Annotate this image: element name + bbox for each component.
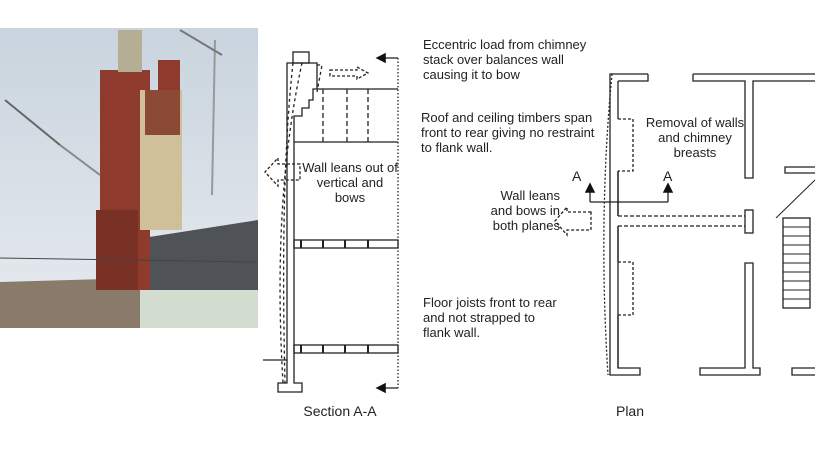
- chimney-photo: [0, 28, 259, 328]
- section-drawing: [263, 51, 399, 394]
- wall-leans-label: Wall leans out of vertical and bows: [302, 160, 398, 205]
- section-caption: Section A-A: [303, 403, 377, 419]
- removal-label: Removal of walls and chimney breasts: [645, 115, 745, 160]
- plan-drawing: [554, 73, 816, 376]
- plan-caption: Plan: [615, 403, 645, 419]
- section-marker-left: A: [572, 168, 582, 184]
- section-marker-right: A: [663, 168, 673, 184]
- eccentric-load-note: Eccentric load from chimney stack over b…: [423, 37, 587, 82]
- floor-joists-note: Floor joists front to rear and not strap…: [423, 295, 557, 340]
- roof-timbers-note: Roof and ceiling timbers span front to r…: [421, 110, 595, 155]
- wall-bows-note: Wall leans and bows in both planes: [490, 188, 560, 233]
